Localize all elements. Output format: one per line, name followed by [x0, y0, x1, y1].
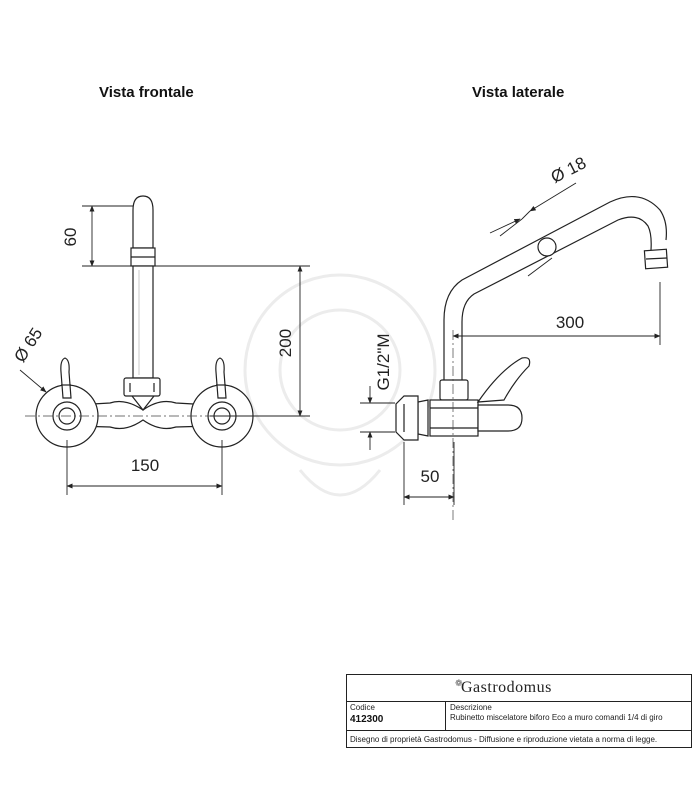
description-label: Descrizione: [450, 703, 492, 712]
dim-projection: 300: [556, 313, 584, 332]
code-row: Codice 412300 Descrizione Rubinetto misc…: [347, 702, 691, 731]
side-view-faucet: [395, 195, 669, 441]
side-view-title: Vista laterale: [472, 84, 565, 101]
brand-name: Gastrodomus: [461, 679, 552, 696]
side-dimension-lines: [360, 182, 661, 505]
watermark-logo: [243, 273, 437, 497]
dim-pipe-diameter: Ø 18: [548, 153, 589, 187]
description-value: Rubinetto miscelatore biforo Eco a muro …: [450, 713, 663, 722]
copyright-footer: Disegno di proprietà Gastrodomus - Diffu…: [350, 735, 658, 744]
front-view-title: Vista frontale: [99, 84, 194, 101]
front-dimension-lines: [19, 205, 310, 495]
dim-spout-top: 60: [61, 228, 80, 247]
dim-height: 200: [276, 329, 295, 357]
dim-center-distance: 150: [131, 456, 159, 475]
dim-rosette-diameter: Ø 65: [10, 324, 46, 365]
dim-depth: 50: [421, 467, 440, 486]
title-block: ❁ Gastrodomus Codice 412300 Descrizione …: [346, 674, 692, 748]
dim-thread: G1/2"M: [374, 333, 393, 390]
code-cell: Codice 412300: [347, 702, 446, 730]
code-label: Codice: [350, 703, 375, 712]
code-value: 412300: [350, 714, 384, 725]
brand-row: ❁ Gastrodomus: [347, 675, 691, 702]
brand-logo-icon: ❁: [455, 678, 463, 688]
